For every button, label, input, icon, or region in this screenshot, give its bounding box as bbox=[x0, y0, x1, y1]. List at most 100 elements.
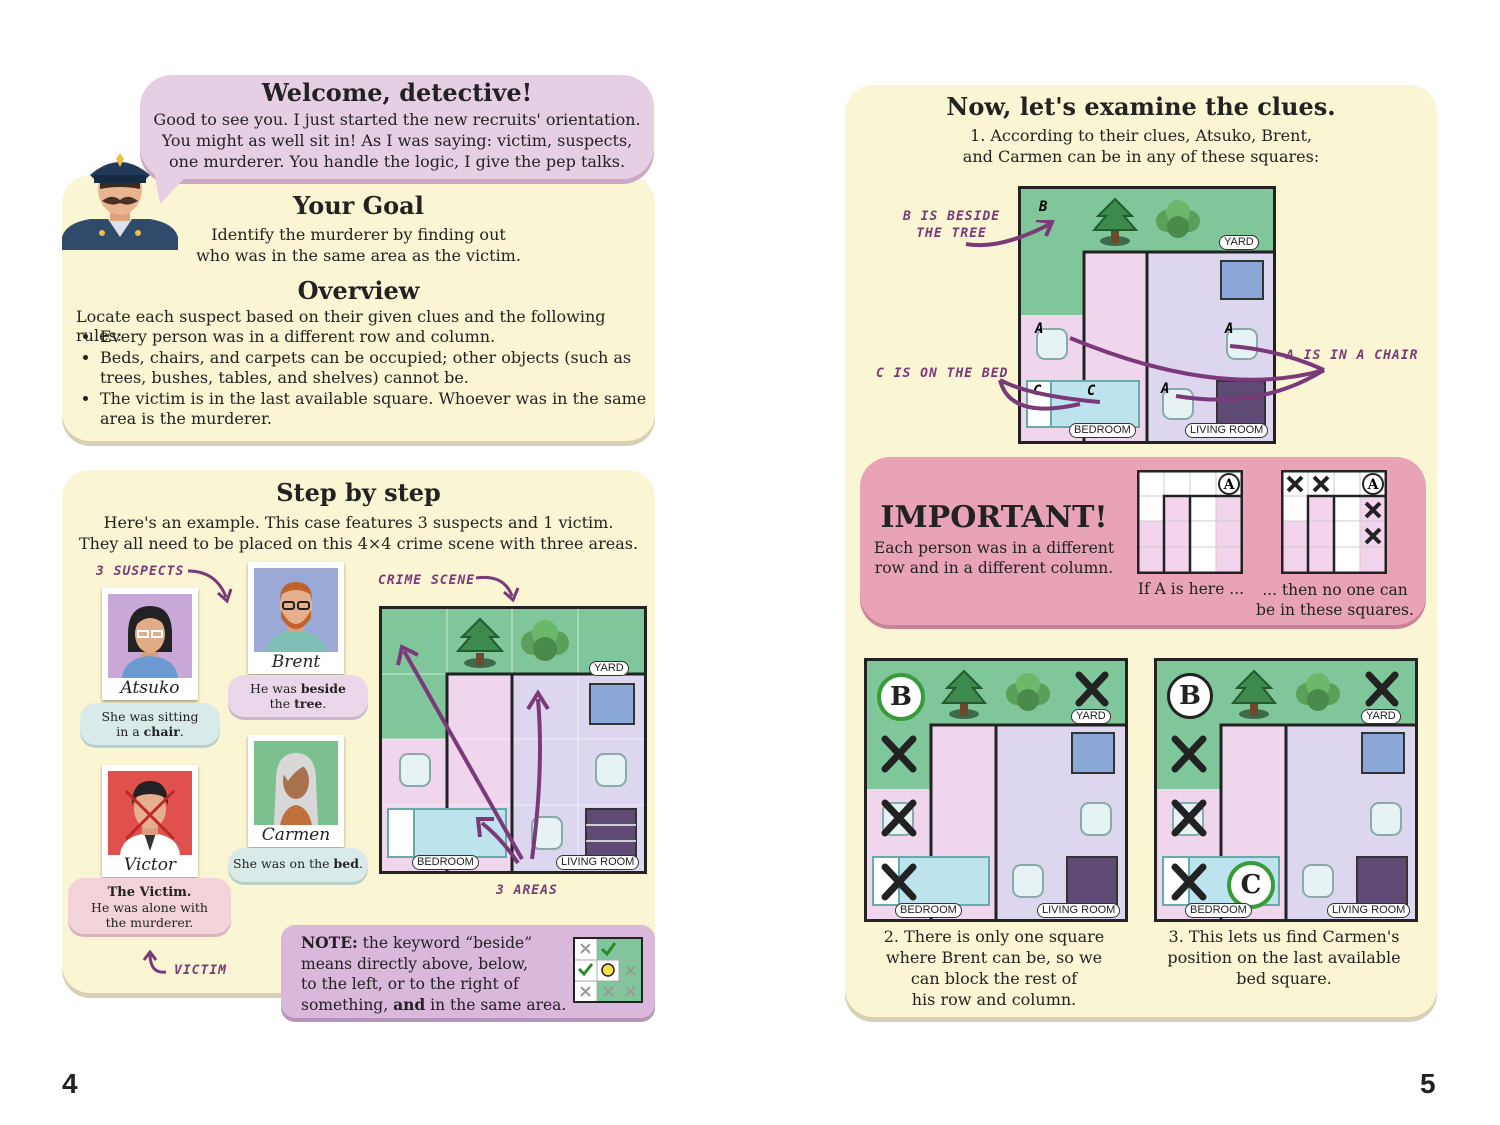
token-c-green: C bbox=[1227, 861, 1275, 909]
suspect-name: Victor bbox=[123, 855, 177, 875]
area-label-living-room: LIVING ROOM bbox=[1185, 423, 1269, 438]
label-3-areas: 3 AREAS bbox=[496, 883, 558, 898]
page-number-left: 4 bbox=[62, 1068, 78, 1099]
area-label-yard: YARD bbox=[1219, 235, 1259, 250]
area-label-living-room: LIVING ROOM bbox=[1037, 903, 1121, 918]
grid-letter-c: C bbox=[1087, 383, 1096, 399]
grid-letter-a: A bbox=[1160, 381, 1169, 397]
step-3-grid: B C YARD BEDROOM LIVING ROOM bbox=[1154, 658, 1418, 922]
carmen-portrait bbox=[254, 741, 338, 825]
atsuko-portrait bbox=[108, 594, 192, 678]
clue-grid: B A A A C C YARD BEDROOM LIVING ROOM bbox=[1018, 186, 1276, 444]
step-2-line: can block the rest of bbox=[910, 969, 1078, 988]
grid-letter-b: B bbox=[1038, 199, 1048, 215]
overview-rules: Every person was in a different row and … bbox=[72, 327, 660, 430]
clue-line: She was sitting bbox=[101, 709, 199, 724]
step-3-line: position on the last available bbox=[1167, 948, 1401, 967]
atsuko-clue-caption: She was sitting in a chair. bbox=[80, 703, 220, 745]
step-2-line: 2. There is only one square bbox=[883, 927, 1105, 946]
clue-b-label: B IS BESIDE THE TREE bbox=[903, 208, 1000, 242]
photo-brent: Brent bbox=[248, 562, 344, 674]
crime-scene-grid: YARD BEDROOM LIVING ROOM bbox=[379, 606, 647, 874]
goal-overview-panel bbox=[62, 175, 655, 441]
important-example-grid-1: A bbox=[1137, 470, 1243, 574]
goal-line-2: who was in the same area as the victim. bbox=[196, 246, 521, 265]
important-line-1: Each person was in a different bbox=[873, 539, 1115, 557]
note-text-part: in the same area. bbox=[425, 995, 567, 1014]
rule-item: The victim is in the last available squa… bbox=[100, 389, 660, 430]
page-number-right: 5 bbox=[1420, 1068, 1436, 1099]
clue-keyword: beside bbox=[300, 681, 346, 696]
area-label-bedroom: BEDROOM bbox=[412, 855, 479, 870]
label-victim: VICTIM bbox=[174, 963, 227, 978]
grid-lines bbox=[382, 609, 644, 871]
area-label-yard: YARD bbox=[589, 661, 629, 676]
label-crime-scene: CRIME SCENE bbox=[378, 573, 476, 588]
grid-letter-a: A bbox=[1367, 477, 1380, 493]
step-3-text: 3. This lets us find Carmen's position o… bbox=[1154, 926, 1414, 989]
important-line-2: row and in a different column. bbox=[874, 559, 1114, 577]
carmen-clue-caption: She was on the bed. bbox=[228, 848, 368, 882]
examine-title: Now, let's examine the clues. bbox=[946, 92, 1336, 121]
token-b: B bbox=[1167, 673, 1213, 719]
suspects-arrow bbox=[187, 569, 233, 604]
goal-title: Your Goal bbox=[293, 191, 424, 220]
welcome-title: Welcome, detective! bbox=[261, 78, 533, 107]
clue-keyword: bed bbox=[333, 856, 359, 871]
area-label-bedroom: BEDROOM bbox=[1185, 903, 1252, 918]
clue-line: the murderer. bbox=[105, 915, 194, 930]
step-line-1: Here's an example. This case features 3 … bbox=[103, 513, 614, 532]
grid-letter-a: A bbox=[1224, 321, 1233, 337]
caption-line: ... then no one can bbox=[1262, 581, 1408, 599]
clue-arrows bbox=[965, 220, 1326, 411]
note-text-part: something, bbox=[301, 995, 394, 1014]
welcome-line-1: Good to see you. I just started the new … bbox=[153, 110, 641, 129]
step-2-grid: B YARD BEDROOM LIVING ROOM bbox=[864, 658, 1128, 922]
crime-scene-arrow bbox=[475, 575, 520, 603]
step-line-2: They all need to be placed on this 4×4 c… bbox=[78, 534, 639, 553]
area-label-bedroom: BEDROOM bbox=[1069, 423, 1136, 438]
clue-c-label: C IS ON THE BED bbox=[876, 366, 1009, 381]
label-3-suspects: 3 SUSPECTS bbox=[96, 564, 185, 579]
clue-line: He was beside bbox=[250, 681, 346, 696]
grid-letter-a: A bbox=[1034, 321, 1043, 337]
grid-letter-a: A bbox=[1223, 477, 1236, 493]
photo-carmen: Carmen bbox=[248, 735, 344, 847]
clue-line: the tree. bbox=[269, 696, 327, 711]
important-example-grid-2: A bbox=[1281, 470, 1387, 574]
important-title: IMPORTANT! bbox=[880, 500, 1108, 535]
note-mini-grid-icon bbox=[573, 937, 643, 1003]
caption-line: be in these squares. bbox=[1256, 601, 1414, 619]
brent-clue-caption: He was beside the tree. bbox=[228, 675, 368, 717]
area-label-living-room: LIVING ROOM bbox=[556, 855, 640, 870]
important-caption-2: ... then no one can be in these squares. bbox=[1252, 580, 1418, 620]
note-line: NOTE: the keyword “beside” bbox=[301, 933, 571, 954]
note-text-part: the keyword “beside” bbox=[357, 934, 533, 952]
token-b-green: B bbox=[877, 673, 925, 721]
clue-line: She was on the bed. bbox=[233, 856, 363, 871]
welcome-speech-bubble bbox=[140, 75, 654, 179]
yard-area bbox=[1021, 252, 1084, 315]
rule-item: Beds, chairs, and carpets can be occupie… bbox=[100, 348, 660, 389]
rule-item: Every person was in a different row and … bbox=[100, 327, 660, 348]
clue-b-line: THE TREE bbox=[916, 226, 987, 241]
area-label-living-room: LIVING ROOM bbox=[1327, 903, 1411, 918]
clue-line: The Victim. bbox=[107, 885, 192, 900]
area-label-yard: YARD bbox=[1361, 709, 1401, 724]
step-2-line: where Brent can be, so we bbox=[885, 948, 1103, 967]
note-line: to the left, or to the right of bbox=[301, 975, 519, 993]
victim-arrow bbox=[142, 950, 167, 974]
clue-a-label: A IS IN A CHAIR bbox=[1286, 348, 1419, 363]
step-2-line: his row and column. bbox=[911, 990, 1077, 1009]
victor-clue-caption: The Victim. He was alone with the murder… bbox=[68, 878, 231, 934]
step-3-grid-drawing bbox=[1162, 669, 1415, 919]
area-label-yard: YARD bbox=[1071, 709, 1111, 724]
clue-line: He was alone with bbox=[91, 900, 208, 915]
step-3-line: bed square. bbox=[1236, 969, 1332, 988]
suspect-name: Brent bbox=[271, 652, 321, 672]
welcome-line-2: You might as well sit in! As I was sayin… bbox=[161, 131, 633, 150]
note-bold: and bbox=[393, 994, 426, 1014]
important-caption-1: If A is here ... bbox=[1137, 580, 1245, 598]
step-2-text: 2. There is only one square where Brent … bbox=[864, 926, 1124, 1010]
overview-title: Overview bbox=[297, 276, 420, 305]
